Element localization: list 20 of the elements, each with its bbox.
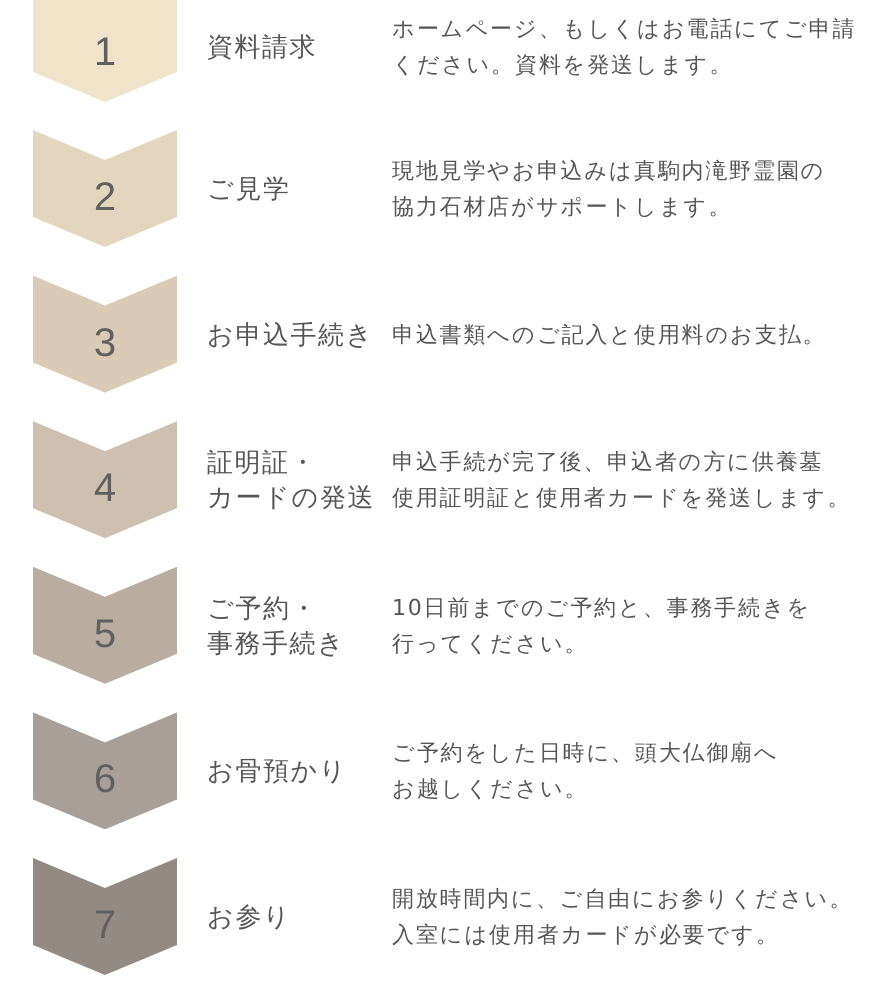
step-description: 申込書類へのご記入と使用料のお支払。 <box>392 322 826 350</box>
step-number: 2 <box>94 177 116 217</box>
step-number: 1 <box>94 32 116 72</box>
step-description: 現地見学やお申込みは真駒内滝野霊園の協力石材店がサポートします。 <box>392 158 826 222</box>
step-number: 4 <box>94 468 116 508</box>
step-description: 10日前までのご予約と、事務手続きを行ってください。 <box>392 594 812 659</box>
step-title: ご予約・事務手続き <box>207 592 346 661</box>
step-number: 6 <box>94 759 116 800</box>
step-title: 証明証・カードの発送 <box>207 447 375 516</box>
step-description: 開放時間内に、ご自由にお参りください。入室には使用者カードが必要です。 <box>392 886 854 950</box>
step-number: 5 <box>94 614 116 654</box>
step-title: ご見学 <box>207 174 290 206</box>
step-title: お参り <box>207 902 292 934</box>
step-description: 申込手続が完了後、申込者の方に供養墓使用証明証と使用者カードを発送します。 <box>392 449 852 514</box>
step-title: 資料請求 <box>207 32 317 64</box>
step-description: ホームページ、もしくはお電話にてご申請ください。資料を発送します。 <box>392 16 856 80</box>
step-title: お申込手続き <box>207 319 374 352</box>
step-description: ご予約をした日時に、頭大仏御廟へお越しください。 <box>392 740 779 804</box>
step-title: お骨預かり <box>207 756 348 789</box>
step-number: 3 <box>94 322 116 363</box>
